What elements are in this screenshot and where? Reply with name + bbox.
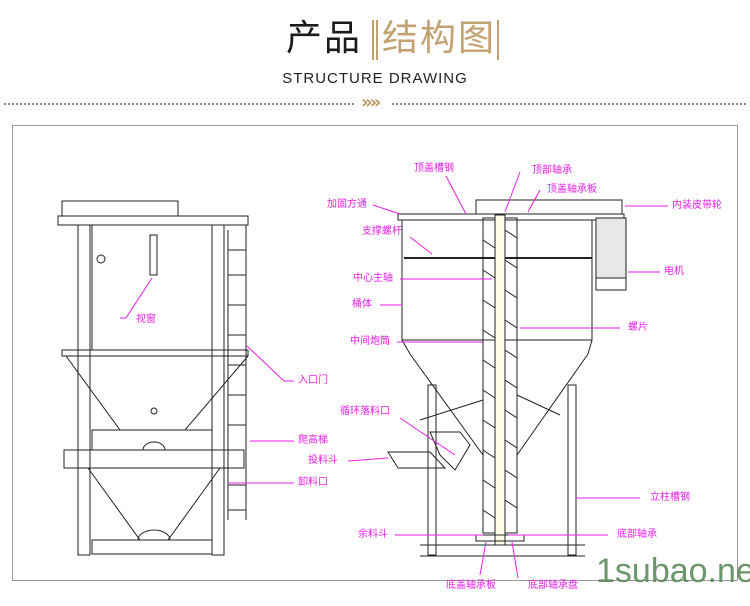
title-divider-bar <box>497 20 499 60</box>
dotted-divider-right <box>392 103 746 105</box>
label-top-cover-bearing-plate: 顶盖轴承板 <box>547 184 597 195</box>
column-right <box>567 384 577 556</box>
leader-lines <box>120 171 668 579</box>
subtitle: STRUCTURE DRAWING <box>282 70 468 87</box>
label-residual-hopper: 余料斗 <box>358 529 388 540</box>
right-column <box>211 224 225 556</box>
hopper-base <box>91 429 213 451</box>
center-shaft <box>494 214 506 546</box>
label-sight-window: 视窗 <box>136 314 156 325</box>
label-entry-door: 入口门 <box>298 375 328 386</box>
upper-cone <box>65 355 249 431</box>
discharge-valve <box>137 529 171 541</box>
label-feed-hopper: 投料斗 <box>308 455 338 466</box>
watermark: 1subao.net <box>596 552 750 590</box>
label-barrel: 桶体 <box>352 299 372 310</box>
top-bearing-plate <box>475 199 623 215</box>
label-support-screw: 支撑螺杆 <box>362 226 402 237</box>
middle-tube-right <box>504 217 518 534</box>
title-structure-drawing: 结构图 <box>382 18 497 59</box>
cone-ring <box>61 349 249 357</box>
label-reinforced-square-tube: 加固方通 <box>327 199 367 210</box>
feed-platform <box>63 449 245 469</box>
label-ladder: 爬高梯 <box>298 435 328 446</box>
lower-cone <box>87 467 221 541</box>
cone-left <box>409 353 484 456</box>
label-bottom-bearing-seat: 底部轴承盘 <box>528 580 578 591</box>
sight-window <box>149 234 158 276</box>
left-column <box>77 224 91 556</box>
motor <box>595 217 627 279</box>
top-frame-beam <box>57 215 249 226</box>
dotted-divider-left <box>4 103 354 105</box>
label-top-bearing: 顶部轴承 <box>532 165 572 176</box>
label-motor: 电机 <box>664 266 684 277</box>
ladder-rungs <box>228 249 246 511</box>
cone-port <box>150 407 158 415</box>
label-screw-blade: 螺片 <box>628 322 648 333</box>
label-middle-tube: 中间炮筒 <box>350 336 390 347</box>
cone-right <box>516 353 589 456</box>
feed-valve <box>142 441 166 451</box>
label-center-shaft: 中心主轴 <box>353 273 393 284</box>
label-top-cover-channel: 顶盖槽钢 <box>414 163 454 174</box>
section-title: 产品 结构图 <box>0 14 750 64</box>
top-cover-channel <box>397 213 625 221</box>
left-mixer-view <box>57 200 249 556</box>
inspection-port <box>96 254 106 264</box>
title-product: 产品 <box>286 18 363 59</box>
label-discharge-port: 卸料口 <box>298 477 328 488</box>
screw-blades <box>482 229 518 519</box>
top-cover <box>61 200 179 217</box>
column-left <box>427 384 437 556</box>
label-bottom-bearing: 底部轴承 <box>617 529 657 540</box>
circulation-outlet <box>429 431 471 471</box>
base-frame <box>91 539 213 555</box>
title-divider-bar <box>372 20 374 60</box>
bottom-bearing-plate <box>475 534 525 542</box>
label-bottom-cover-bearing-plate: 底盖轴承板 <box>446 580 496 591</box>
mixer-barrel <box>91 224 213 351</box>
drawing-frame <box>12 125 738 581</box>
label-column-channel: 立柱槽钢 <box>650 492 690 503</box>
motor-base <box>595 277 627 291</box>
feed-hopper <box>387 451 447 469</box>
label-circulation-outlet: 循环落料口 <box>340 406 390 417</box>
right-mixer-view <box>387 199 627 557</box>
triple-chevron-right-icon: »» <box>361 92 381 113</box>
middle-tube-left <box>482 217 496 534</box>
title-divider-bar <box>376 20 378 60</box>
label-internal-pulley: 内装皮带轮 <box>672 200 722 211</box>
